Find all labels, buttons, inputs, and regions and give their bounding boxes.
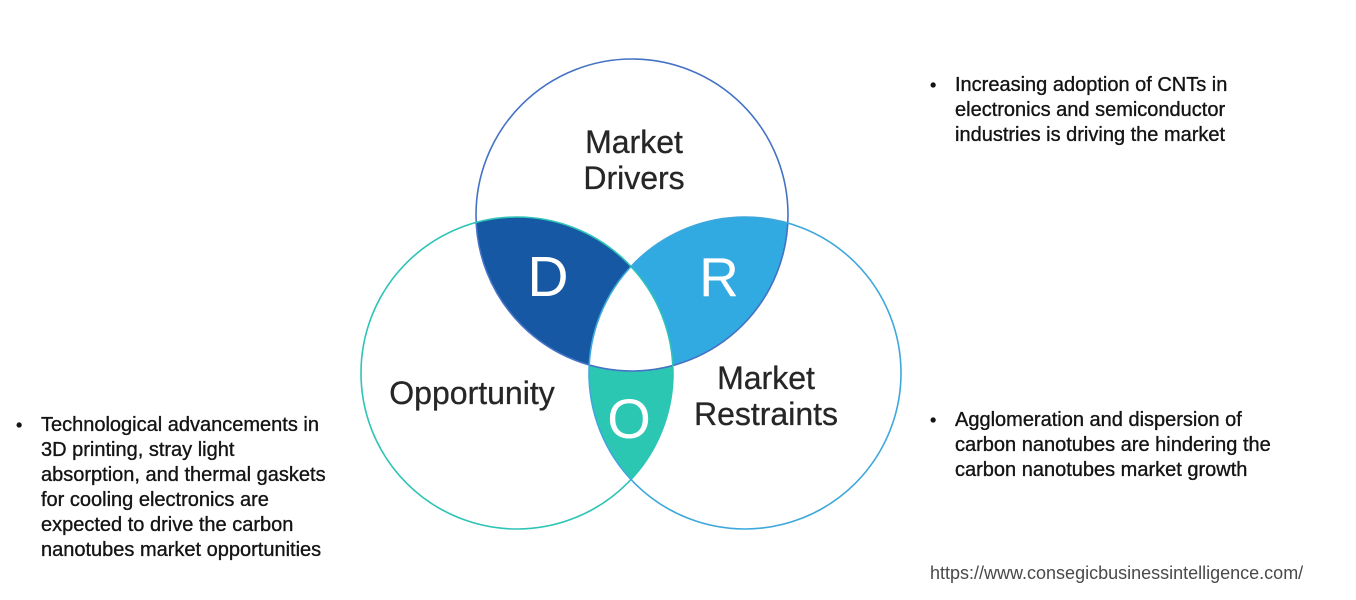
drivers-note: • Increasing adoption of CNTs in electro…: [930, 73, 1330, 148]
bullet-icon: •: [930, 75, 937, 95]
restraints-letter: R: [699, 246, 739, 308]
source-url: https://www.consegicbusinessintelligence…: [930, 563, 1304, 583]
restraints-note: • Agglomeration and dispersion of carbon…: [930, 408, 1330, 483]
drivers-circle: [475, 58, 789, 372]
restraints-label: Market Restraints: [693, 360, 839, 432]
restraints-note-text: Agglomeration and dispersion of carbon n…: [955, 409, 1271, 481]
opportunity-note: • Technological advancements in 3D print…: [16, 413, 386, 563]
drivers-note-text: Increasing adoption of CNTs in electroni…: [955, 74, 1228, 146]
opportunity-label: Opportunity: [389, 375, 555, 411]
bullet-icon: •: [16, 415, 23, 435]
drivers-label: Market Drivers: [583, 124, 685, 196]
restraints-circle: [588, 216, 902, 530]
drivers-restraints-overlap-region: [589, 217, 788, 371]
bullet-icon: •: [930, 410, 937, 430]
opportunity-circle: [360, 216, 674, 530]
drivers-letter: D: [527, 245, 568, 309]
opportunity-letter: O: [607, 387, 651, 450]
opportunity-note-text: Technological advancements in 3D printin…: [41, 414, 326, 561]
drivers-opportunity-overlap-region: [476, 217, 673, 371]
